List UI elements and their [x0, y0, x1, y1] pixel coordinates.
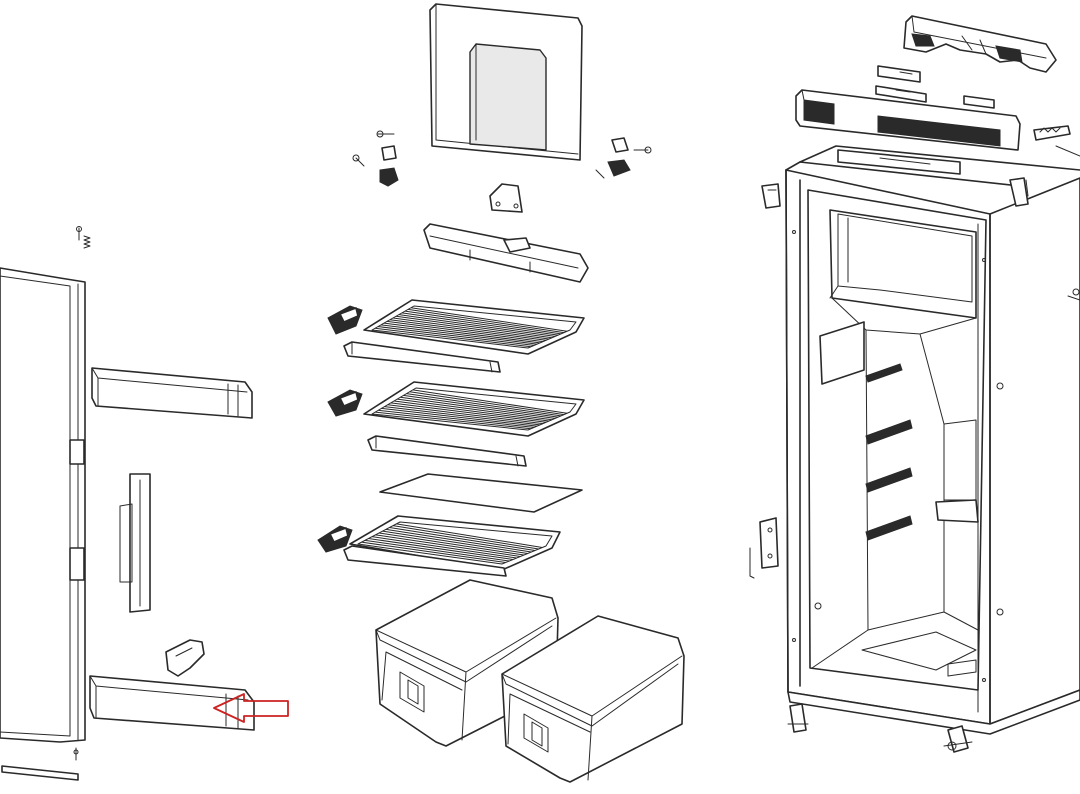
shelf-clip-3	[317, 525, 353, 553]
cabinet-body	[785, 145, 1080, 735]
top-corner-bracket	[1009, 177, 1029, 207]
wire-shelf-2	[363, 381, 585, 437]
crisper-drawer-2	[501, 615, 685, 783]
bottom-hinge-pin	[1, 747, 79, 781]
wire-shelf-1	[363, 299, 585, 355]
right-hinge-parts	[595, 137, 652, 179]
shelf-rail-2	[367, 435, 527, 467]
control-bar	[795, 89, 1021, 151]
door-assembly	[0, 226, 289, 781]
top-left-hinge	[761, 183, 781, 209]
bin-clip	[165, 639, 205, 677]
indicator-arrow-icon	[213, 693, 289, 723]
control-brackets	[875, 65, 995, 109]
shelves-assembly	[317, 3, 685, 783]
door-handle	[119, 473, 151, 613]
control-panel-cover	[903, 15, 1057, 73]
shelf-clip-1	[327, 305, 363, 335]
left-hinge-parts	[352, 130, 399, 187]
wire-shelf-3	[343, 515, 561, 577]
freezer-door	[429, 3, 583, 161]
front-foot-right	[943, 725, 973, 753]
top-label	[837, 149, 961, 175]
upper-door-bin	[91, 367, 253, 419]
shelf-rail-1	[343, 341, 501, 373]
top-hinge-pin	[76, 226, 91, 249]
shelf-clip-2	[327, 389, 363, 417]
latch-plate	[489, 183, 523, 213]
cabinet-assembly	[749, 15, 1080, 753]
door-panel	[0, 267, 86, 743]
drip-tray	[423, 223, 589, 283]
glass-shelf	[379, 473, 583, 513]
front-foot-left	[787, 703, 809, 733]
lower-door-bin	[89, 675, 255, 731]
side-clip	[1033, 125, 1080, 157]
middle-left-hinge	[749, 517, 779, 579]
